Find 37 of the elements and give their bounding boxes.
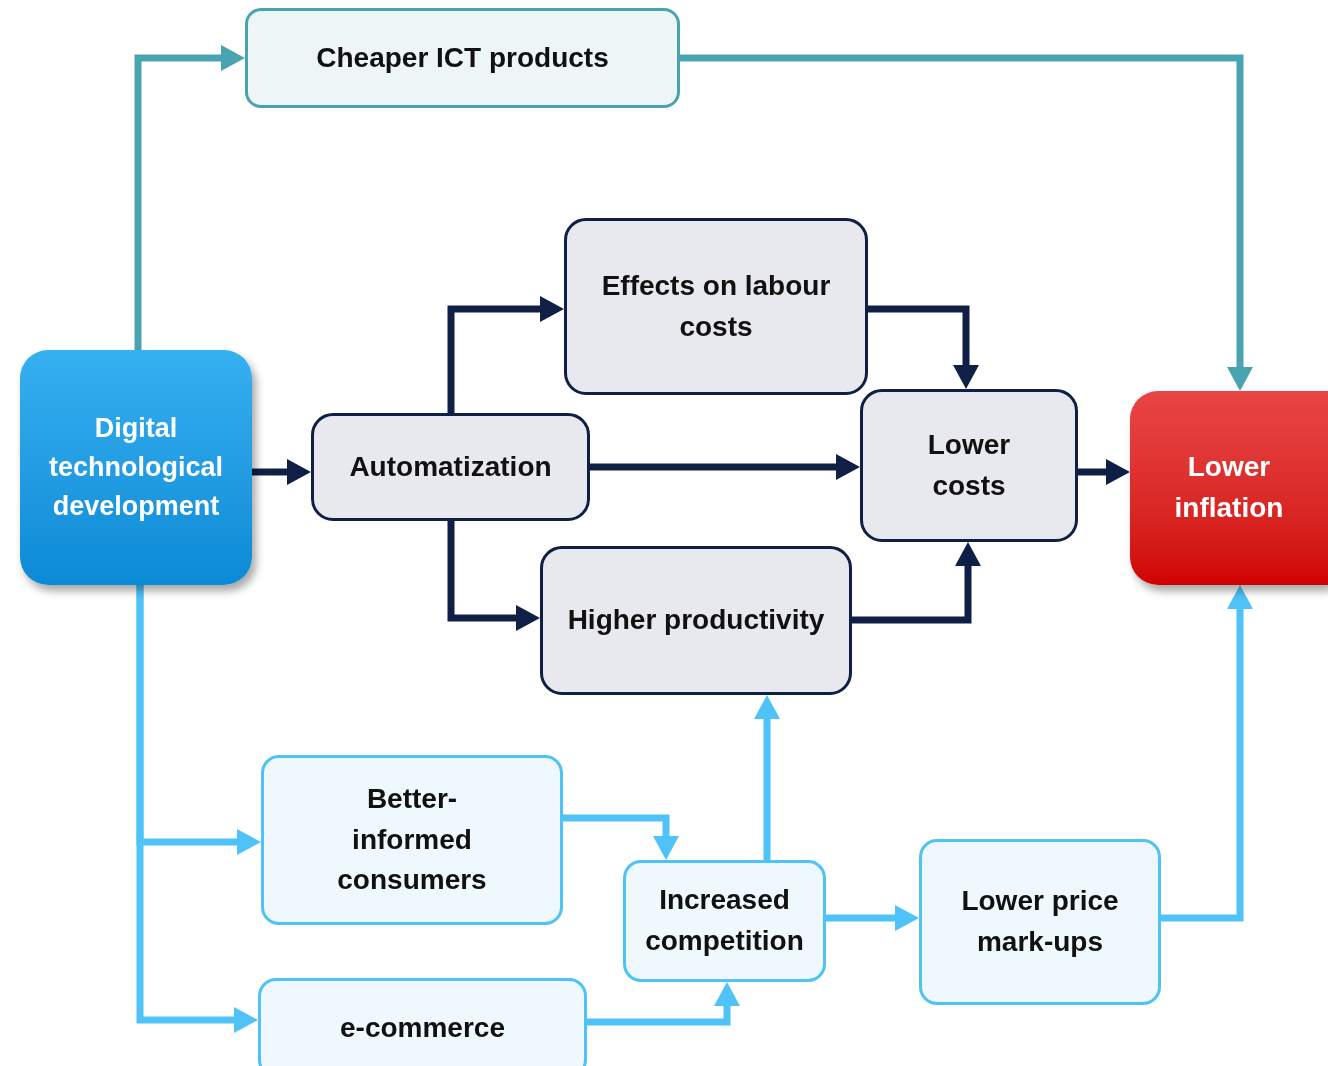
process-box	[623, 860, 826, 982]
arrow	[826, 905, 919, 931]
process-box	[919, 839, 1161, 1005]
arrow	[590, 454, 860, 480]
node-label: Digital technological development	[48, 411, 224, 524]
process-box	[261, 755, 563, 925]
node-label: Better-informed consumers	[336, 782, 488, 898]
process-box	[311, 413, 590, 521]
arrow	[868, 305, 979, 389]
process-box	[540, 546, 852, 695]
arrow	[252, 459, 311, 485]
node-label: Increased competition	[644, 883, 805, 958]
node-label: Lower price mark-ups	[960, 884, 1120, 959]
start-box	[20, 350, 252, 585]
node-label: Automatization	[349, 449, 552, 484]
arrow	[587, 982, 740, 1026]
outcome-box	[1130, 391, 1328, 585]
arrow	[447, 296, 564, 413]
node-label: Effects on labour costs	[601, 268, 831, 344]
node-label: Higher productivity	[567, 603, 825, 638]
process-box	[860, 389, 1078, 542]
node-label: Lower inflation	[1173, 450, 1285, 525]
arrow	[563, 814, 679, 860]
arrow	[134, 45, 245, 350]
process-box	[258, 978, 587, 1066]
arrow	[136, 585, 258, 1033]
arrow	[754, 695, 780, 860]
arrow	[1078, 459, 1130, 485]
process-box	[564, 218, 868, 395]
arrow	[447, 521, 540, 631]
node-label: Lower costs	[926, 427, 1012, 503]
arrow	[680, 54, 1253, 391]
arrow	[1161, 585, 1253, 922]
process-box	[245, 8, 680, 108]
node-label: Cheaper ICT products	[316, 40, 609, 75]
node-label: e-commerce	[340, 1010, 505, 1045]
arrow	[852, 542, 981, 624]
